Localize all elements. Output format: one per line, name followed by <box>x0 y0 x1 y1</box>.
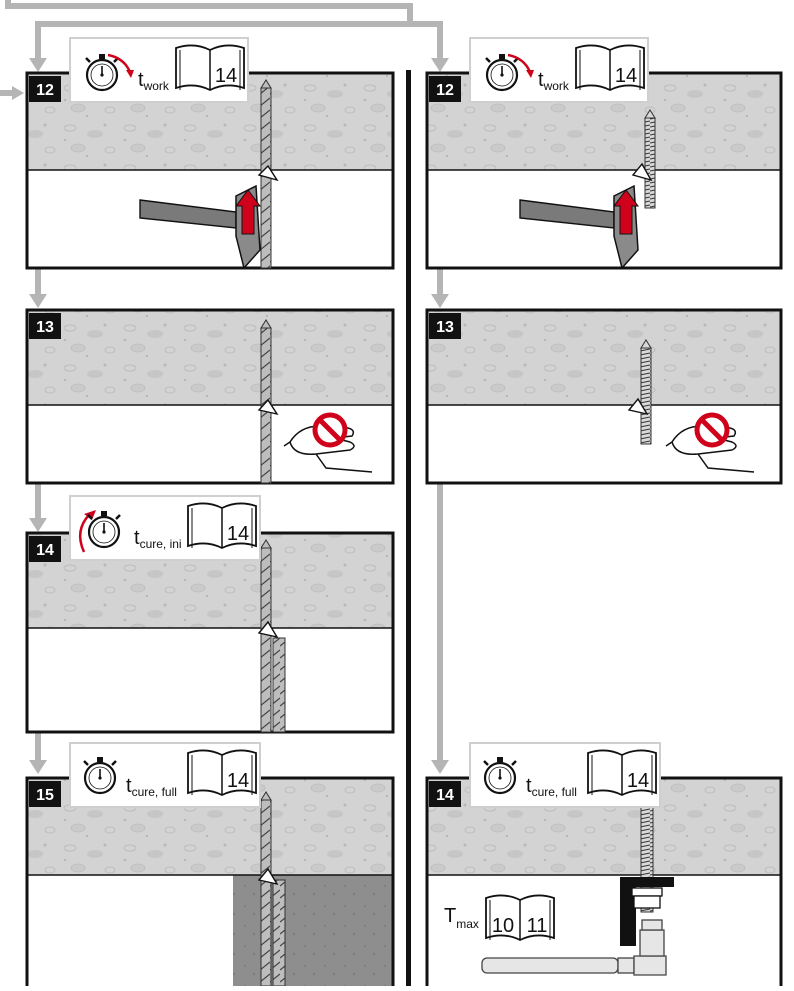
step-number: 14 <box>436 787 454 804</box>
time-box-left-14: tcure, ini 14 <box>70 496 260 560</box>
book-page-number: 14 <box>227 523 249 545</box>
book-page-number: 14 <box>615 65 637 87</box>
step-number: 15 <box>36 787 54 804</box>
panel-left-step-14: 14 <box>27 533 393 732</box>
book-page-number: 14 <box>627 770 649 792</box>
panel-right-step-13: 13 <box>427 310 781 483</box>
step-number: 14 <box>36 542 54 559</box>
time-box-left-15: tcure, full 14 <box>70 743 260 807</box>
rebar <box>261 548 271 732</box>
time-box-right-12: twork 14 <box>470 38 648 102</box>
book-page-number: 10 <box>492 915 514 937</box>
time-box-left-12: twork 14 <box>70 38 248 102</box>
time-box-right-14: tcure, full 14 <box>470 743 660 807</box>
step-number: 12 <box>436 82 454 99</box>
cured-mortar <box>233 875 393 986</box>
column-divider <box>406 70 411 986</box>
book-page-number: 14 <box>215 65 237 87</box>
tmax-text: T <box>444 905 456 927</box>
step-number: 13 <box>436 319 454 336</box>
book-page-number: 11 <box>527 915 548 937</box>
threaded-rod <box>645 118 655 208</box>
panel-left-step-15: 15 <box>27 778 393 986</box>
step-number: 12 <box>36 82 54 99</box>
threaded-rod <box>641 348 651 444</box>
book-page-number: 14 <box>227 770 249 792</box>
panel-right-step-14: Tmax 10 11 14 <box>427 778 781 986</box>
panel-left-step-13: 13 <box>27 310 393 483</box>
step-number: 13 <box>36 319 54 336</box>
rebar <box>261 800 271 986</box>
